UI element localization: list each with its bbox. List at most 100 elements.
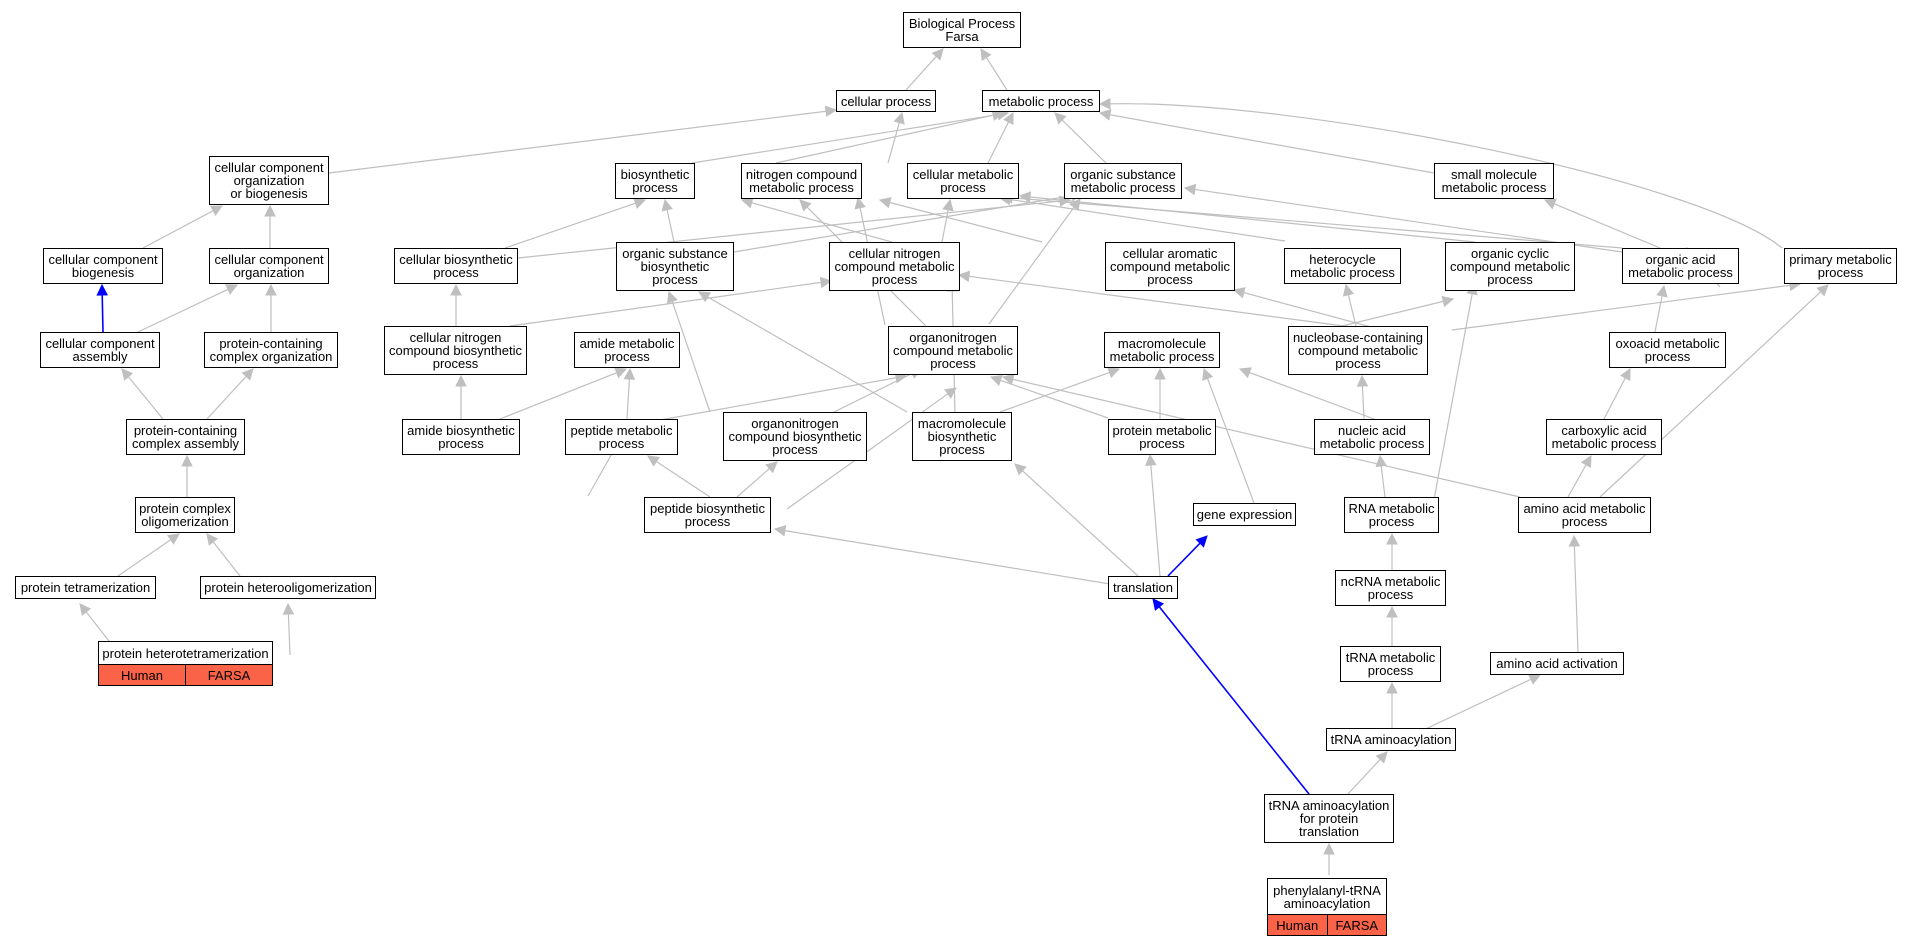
edge <box>121 368 164 420</box>
node-label: tRNA aminoacylation <box>1328 733 1455 746</box>
node-protein-heterooligomerization[interactable]: protein heterooligomerization <box>200 576 376 599</box>
node-label-line: protein metabolic <box>1112 423 1212 438</box>
edge <box>661 198 675 243</box>
node-gene-expression[interactable]: gene expression <box>1193 503 1296 526</box>
node-label-line: process <box>652 272 698 287</box>
node-label-line: process <box>1367 587 1414 602</box>
node-label-line: amide biosynthetic <box>407 423 515 438</box>
node-label-line: assembly <box>72 349 128 364</box>
edge <box>691 108 1010 164</box>
edge <box>206 533 241 577</box>
node-label-line: cellular component <box>48 252 158 267</box>
edge <box>1375 454 1388 498</box>
node-label-line: complex organization <box>209 349 333 364</box>
edge <box>1603 368 1631 420</box>
node-trna-aminoacylation[interactable]: tRNA aminoacylation <box>1326 728 1456 751</box>
edge <box>265 283 277 332</box>
edge <box>1386 532 1398 570</box>
edge <box>1014 463 1139 577</box>
node-label-line: process <box>433 265 479 280</box>
node-protein-tetramerization[interactable]: protein tetramerization <box>15 576 156 599</box>
node-label-line: process <box>1817 265 1864 280</box>
edge-highlight <box>1167 535 1208 577</box>
node-label-line: process <box>940 180 986 195</box>
node-label-line: compound metabolic <box>1450 259 1570 274</box>
node-label-line: for protein <box>1299 811 1359 826</box>
edge <box>1416 674 1542 734</box>
node-cellular-process[interactable]: cellular process <box>836 90 936 112</box>
node-metabolic-process[interactable]: metabolic process <box>982 90 1100 112</box>
node-label-line: peptide metabolic <box>570 423 673 438</box>
edge <box>264 204 276 248</box>
node-label-line: Biological Process <box>908 16 1016 31</box>
edge <box>1001 373 1521 498</box>
edge <box>775 109 1005 164</box>
edge <box>647 455 711 498</box>
edge <box>137 284 239 333</box>
node-label-line: heterocycle <box>1309 252 1376 267</box>
node-label-line: process <box>438 436 484 451</box>
edge <box>905 48 944 91</box>
edge <box>1543 198 1661 249</box>
node-translation[interactable]: translation <box>1108 576 1178 599</box>
node-label: cellular process <box>838 95 934 108</box>
node-label-line: process <box>1561 514 1608 529</box>
node-amino-acid-activation[interactable]: amino acid activation <box>1490 652 1624 675</box>
node-label-line: ncRNA metabolic <box>1340 574 1441 589</box>
node-label-line: process <box>939 442 985 457</box>
node-label-line: process <box>930 356 976 371</box>
